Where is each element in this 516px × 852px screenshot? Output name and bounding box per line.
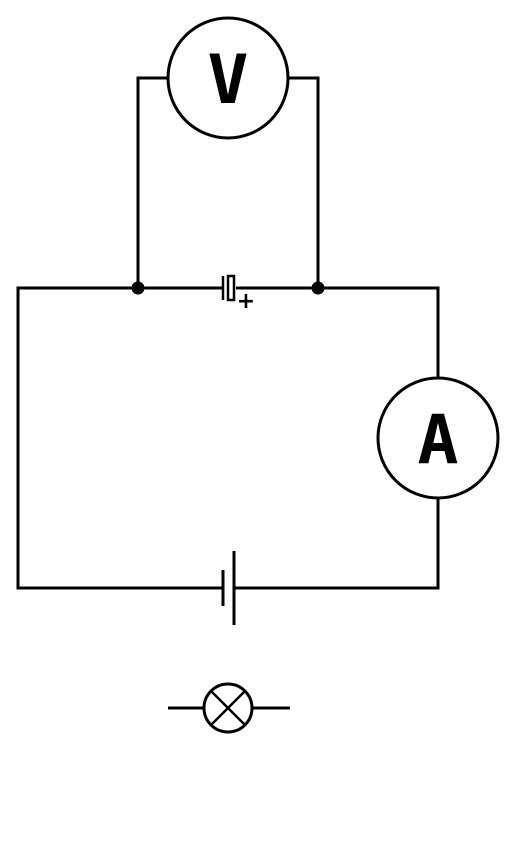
voltmeter-circle [166, 16, 290, 140]
wire-voltmeter-right [288, 76, 320, 288]
junction-dot-right [311, 281, 325, 295]
voltmeter: V [166, 16, 290, 140]
ammeter: A [376, 376, 500, 500]
voltmeter-label: V [208, 41, 249, 120]
capacitor-polarity-mark: + [237, 289, 255, 314]
wire-top-left [16, 286, 222, 590]
ammeter-circle [376, 376, 500, 500]
capacitor: + [221, 274, 255, 314]
lamp-cross-b [210, 690, 246, 726]
wire-voltmeter-left [136, 76, 168, 288]
battery [221, 551, 236, 625]
lamp-circle [202, 682, 254, 734]
wire-top-right [236, 286, 440, 378]
lamp [168, 682, 290, 734]
capacitor-plate-right [226, 274, 236, 302]
wire-right-bottom [234, 498, 440, 590]
junction-dot-left [131, 281, 145, 295]
wires [16, 76, 440, 590]
ammeter-label: A [418, 401, 459, 480]
